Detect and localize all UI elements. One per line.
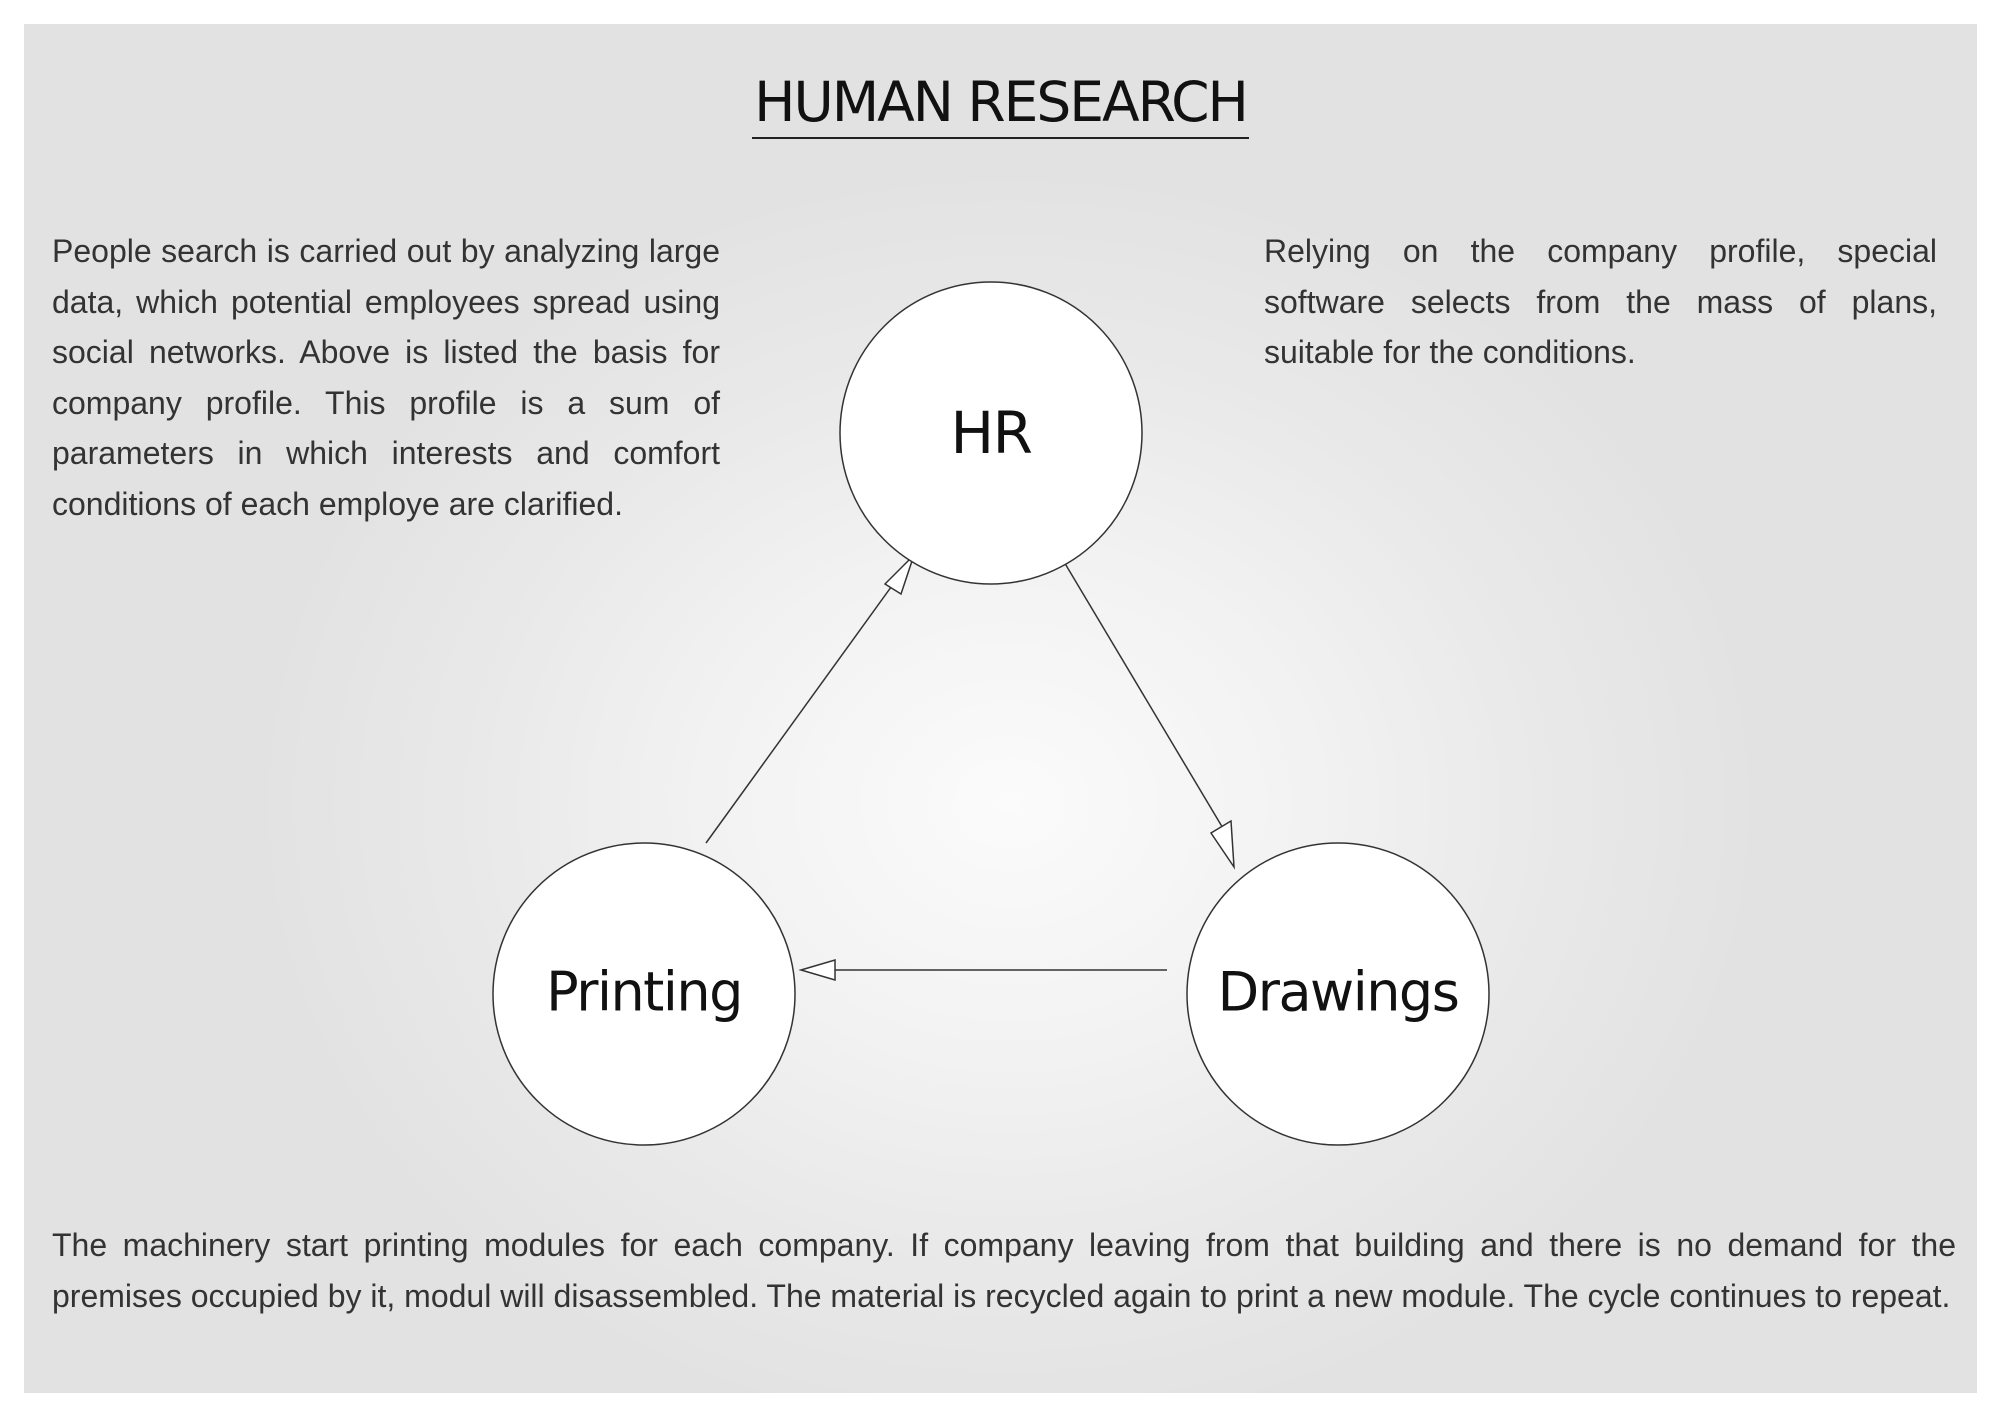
hr-description: People search is carried out by analyzin… xyxy=(52,233,720,522)
arrowhead-into-printing xyxy=(798,958,836,982)
node-hr-label: HR xyxy=(951,399,1032,467)
node-drawings-label: Drawings xyxy=(1218,961,1459,1024)
page-title: HUMAN RESEARCH xyxy=(24,72,1977,139)
edge-hr-to-drawings xyxy=(1047,534,1231,841)
node-drawings: Drawings xyxy=(1186,842,1490,1146)
node-hr: HR xyxy=(839,281,1143,585)
node-printing: Printing xyxy=(492,842,796,1146)
arrowhead-into-drawings xyxy=(1209,819,1235,870)
cycle-diagram: HR Drawings Printing xyxy=(492,281,1490,1146)
arrowhead-into-hr xyxy=(883,554,915,596)
edge-printing-to-hr xyxy=(705,582,895,844)
node-printing-label: Printing xyxy=(546,961,742,1024)
diagram-panel: HUMAN RESEARCH People search is carried … xyxy=(24,24,1977,1393)
drawings-description: Relying on the company profile, special … xyxy=(1264,233,1937,370)
page-title-text: HUMAN RESEARCH xyxy=(752,72,1249,139)
printing-description: The machinery start printing modules for… xyxy=(52,1227,1956,1314)
